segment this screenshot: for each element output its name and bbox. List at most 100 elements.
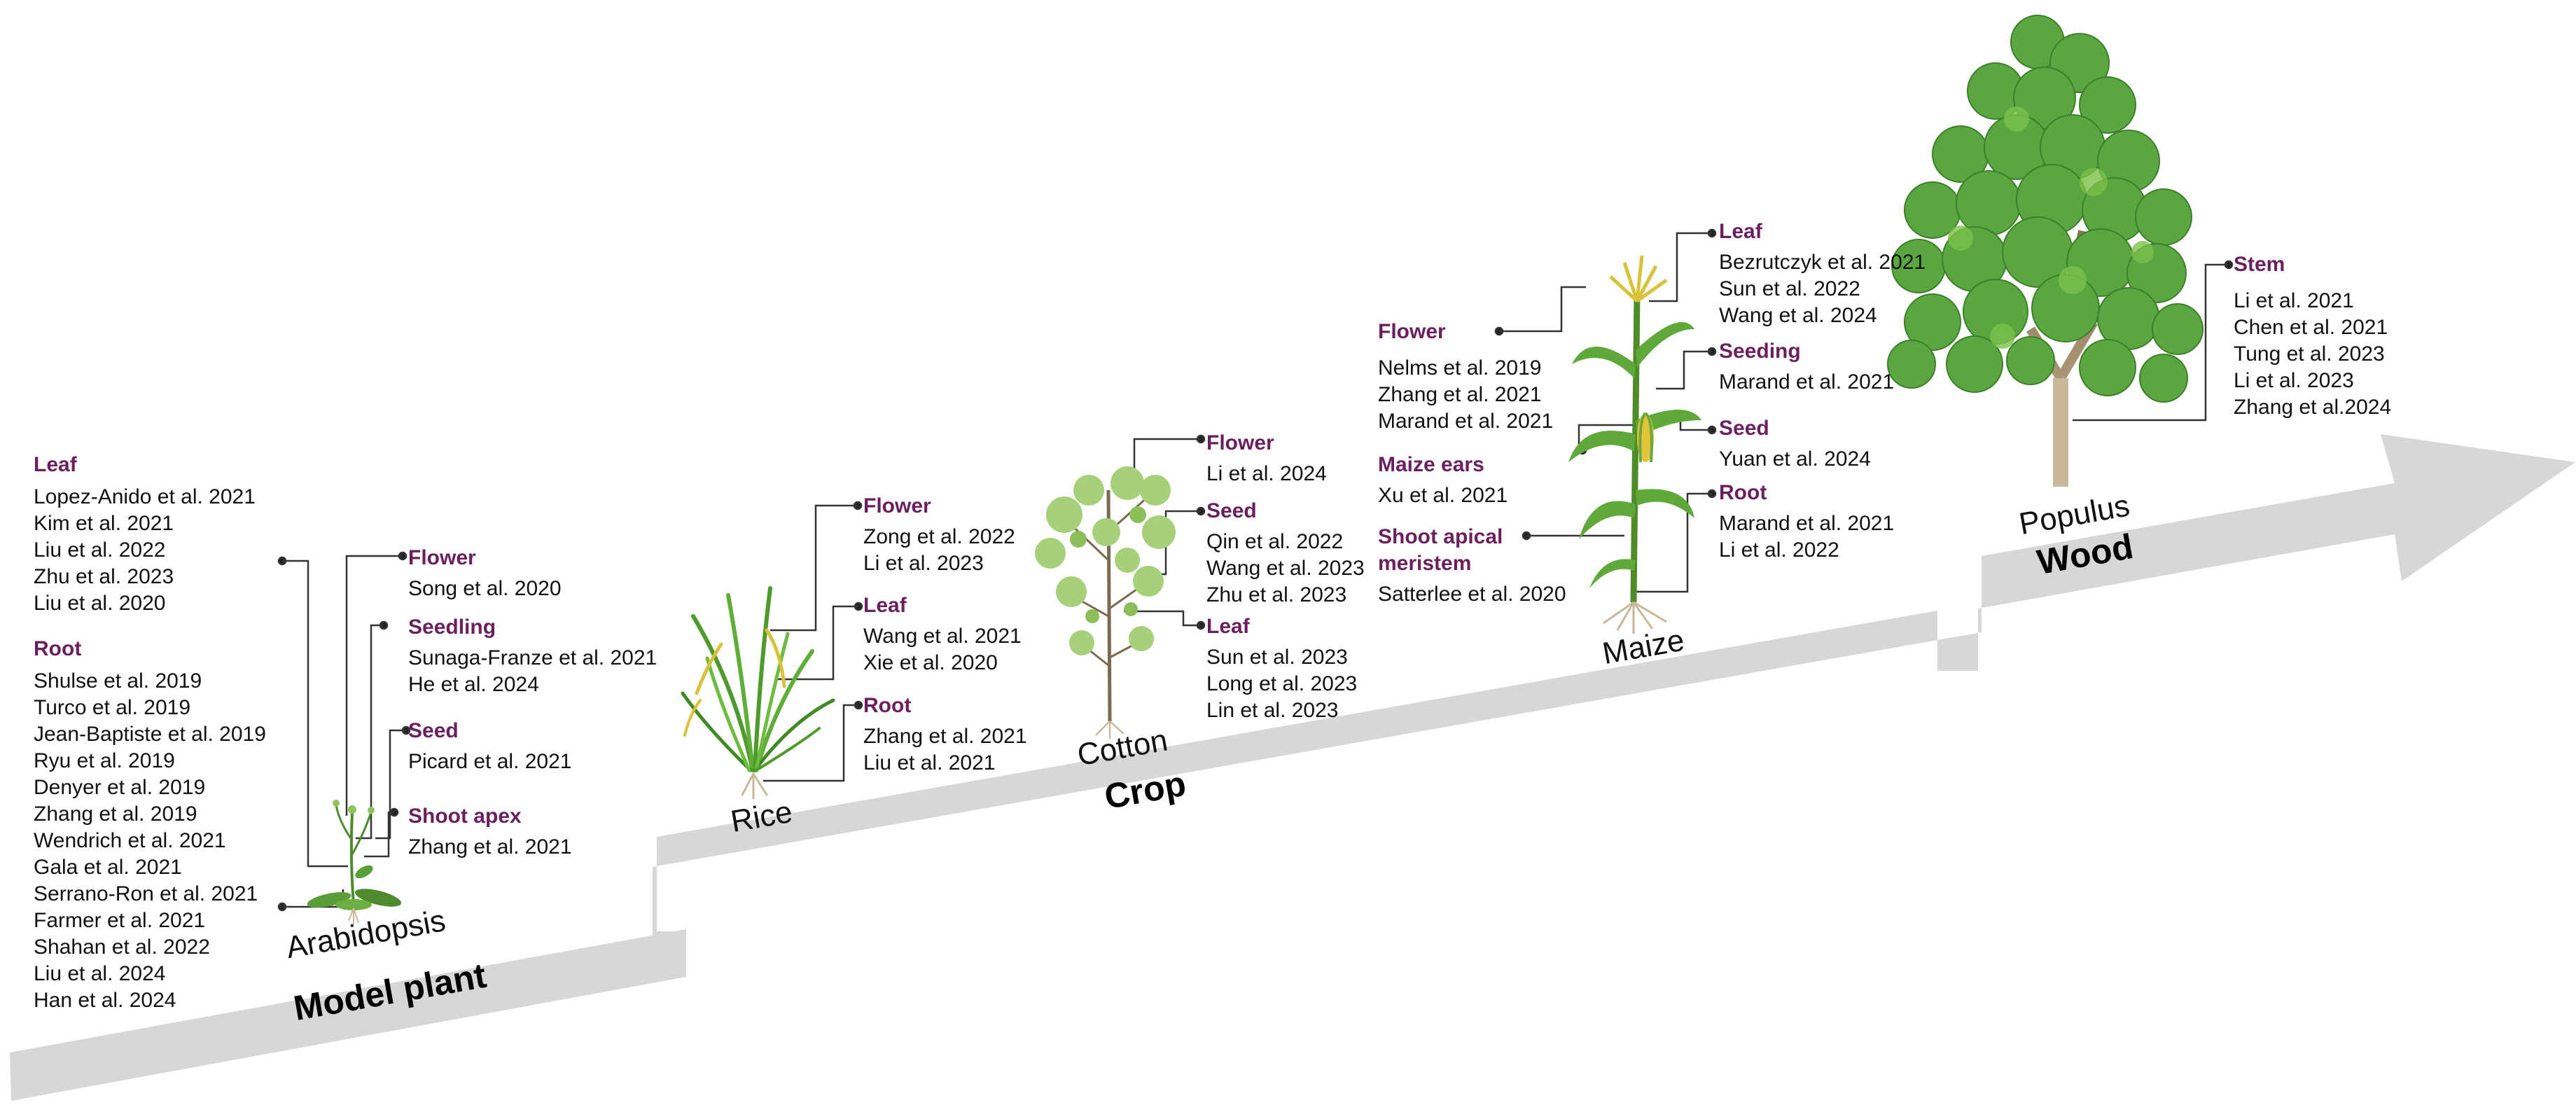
rice-root-heading: Root — [863, 694, 912, 717]
citation: Marand et al. 2021 — [1719, 370, 1895, 394]
rice-leaf-heading: Leaf — [863, 594, 907, 617]
citation: Li et al. 2021 — [2234, 289, 2354, 312]
maize-root-group: Root Marand et al. 2021 Li et al. 2022 — [1719, 480, 1894, 564]
arabidopsis-seed-group: Seed Picard et al. 2021 — [408, 718, 571, 775]
arabidopsis-root-heading: Root — [34, 637, 82, 660]
citation: Xu et al. 2021 — [1378, 484, 1508, 507]
arabidopsis-leaf-heading: Leaf — [34, 453, 77, 476]
cotton-plant — [1035, 466, 1176, 739]
citation: Li et al. 2022 — [1719, 538, 1839, 562]
citation: Serrano-Ron et al. 2021 — [34, 882, 258, 905]
citation: Bezrutczyk et al. 2021 — [1719, 251, 1926, 274]
maize-seeding-heading: Seeding — [1719, 340, 1801, 363]
maize-seed-group: Seed Yuan et al. 2024 — [1719, 415, 1871, 473]
citation: Zhang et al.2024 — [2234, 396, 2392, 419]
maize-root-heading: Root — [1719, 481, 1767, 504]
citation: Xie et al. 2020 — [863, 651, 998, 674]
arabidopsis-plant — [307, 800, 402, 924]
rice-plant — [681, 586, 835, 800]
arabidopsis-flower-refs: Song et al. 2020 — [408, 576, 562, 602]
citation: Shulse et al. 2019 — [34, 669, 202, 693]
cotton-seed-heading: Seed — [1206, 499, 1257, 522]
citation: Picard et al. 2021 — [408, 750, 572, 773]
maize-ears-heading: Maize ears — [1378, 453, 1484, 476]
cotton-flower-refs: Li et al. 2024 — [1206, 461, 1327, 487]
citation: Long et al. 2023 — [1206, 672, 1358, 695]
arabidopsis-shoot-heading: Shoot apex — [408, 805, 522, 828]
arabidopsis-seed-refs: Picard et al. 2021 — [408, 749, 571, 775]
citation: Liu et al. 2020 — [34, 592, 166, 615]
citation: Li et al. 2024 — [1206, 462, 1327, 485]
citation: Ryu et al. 2019 — [34, 749, 175, 772]
citation: Zhu et al. 2023 — [34, 565, 174, 588]
arabidopsis-flower-heading: Flower — [408, 546, 476, 569]
citation: Zhang et al. 2021 — [863, 725, 1027, 748]
maize-ears-group: Maize ears Xu et al. 2021 — [1378, 452, 1508, 509]
citation: Gala et al. 2021 — [34, 856, 182, 879]
citation: Marand et al. 2021 — [1719, 512, 1895, 535]
maize-seed-refs: Yuan et al. 2024 — [1719, 446, 1871, 473]
citation: Zhu et al. 2023 — [1206, 583, 1347, 606]
citation: Farmer et al. 2021 — [34, 909, 206, 932]
cotton-leaf-heading: Leaf — [1206, 615, 1250, 638]
maize-plant — [1568, 255, 1701, 634]
cotton-flower-heading: Flower — [1206, 431, 1274, 454]
citation: Satterlee et al. 2020 — [1378, 583, 1566, 606]
citation: Chen et al. 2021 — [2234, 316, 2388, 339]
arabidopsis-flower-group: Flower Song et al. 2020 — [408, 545, 562, 602]
citation: Zhang et al. 2019 — [34, 802, 197, 826]
maize-leaf-heading: Leaf — [1719, 220, 1762, 243]
citation: Zhang et al. 2021 — [1378, 383, 1542, 406]
citation: Kim et al. 2021 — [34, 512, 174, 535]
citation: Denyer et al. 2019 — [34, 776, 206, 799]
maize-seeding-refs: Marand et al. 2021 — [1719, 369, 1894, 396]
arabidopsis-shoot-refs: Zhang et al. 2021 — [408, 834, 572, 861]
citation: Qin et al. 2022 — [1206, 530, 1344, 553]
citation: Liu et al. 2021 — [863, 751, 996, 774]
citation: Lopez-Anido et al. 2021 — [34, 485, 256, 508]
maize-root-refs: Marand et al. 2021 Li et al. 2022 — [1719, 510, 1894, 564]
citation: Wang et al. 2021 — [863, 625, 1022, 648]
citation: Liu et al. 2024 — [34, 962, 166, 985]
citation: Marand et al. 2021 — [1378, 410, 1554, 433]
citation: Zhang et al. 2021 — [408, 835, 572, 859]
maize-seeding-group: Seeding Marand et al. 2021 — [1719, 338, 1894, 396]
citation: Li et al. 2023 — [863, 552, 984, 575]
progression-arrow — [10, 434, 2575, 1101]
arabidopsis-seedling-heading: Seedling — [408, 616, 496, 639]
rice-connectors — [763, 501, 863, 782]
citation: Lin et al. 2023 — [1206, 699, 1339, 722]
citation: Liu et al. 2022 — [34, 538, 166, 562]
citation: Han et al. 2024 — [34, 989, 176, 1012]
maize-ears-refs: Xu et al. 2021 — [1378, 482, 1508, 509]
citation: Yuan et al. 2024 — [1719, 447, 1871, 471]
citation: Sunaga-Franze et al. 2021 — [408, 646, 657, 669]
maize-sam-group: Shoot apical meristem Satterlee et al. 2… — [1378, 524, 1566, 608]
populus-stem-heading: Stem — [2234, 253, 2285, 276]
citation: Sun et al. 2022 — [1719, 277, 1860, 300]
populus-connector — [2073, 260, 2234, 422]
citation: Li et al. 2023 — [2234, 369, 2354, 392]
